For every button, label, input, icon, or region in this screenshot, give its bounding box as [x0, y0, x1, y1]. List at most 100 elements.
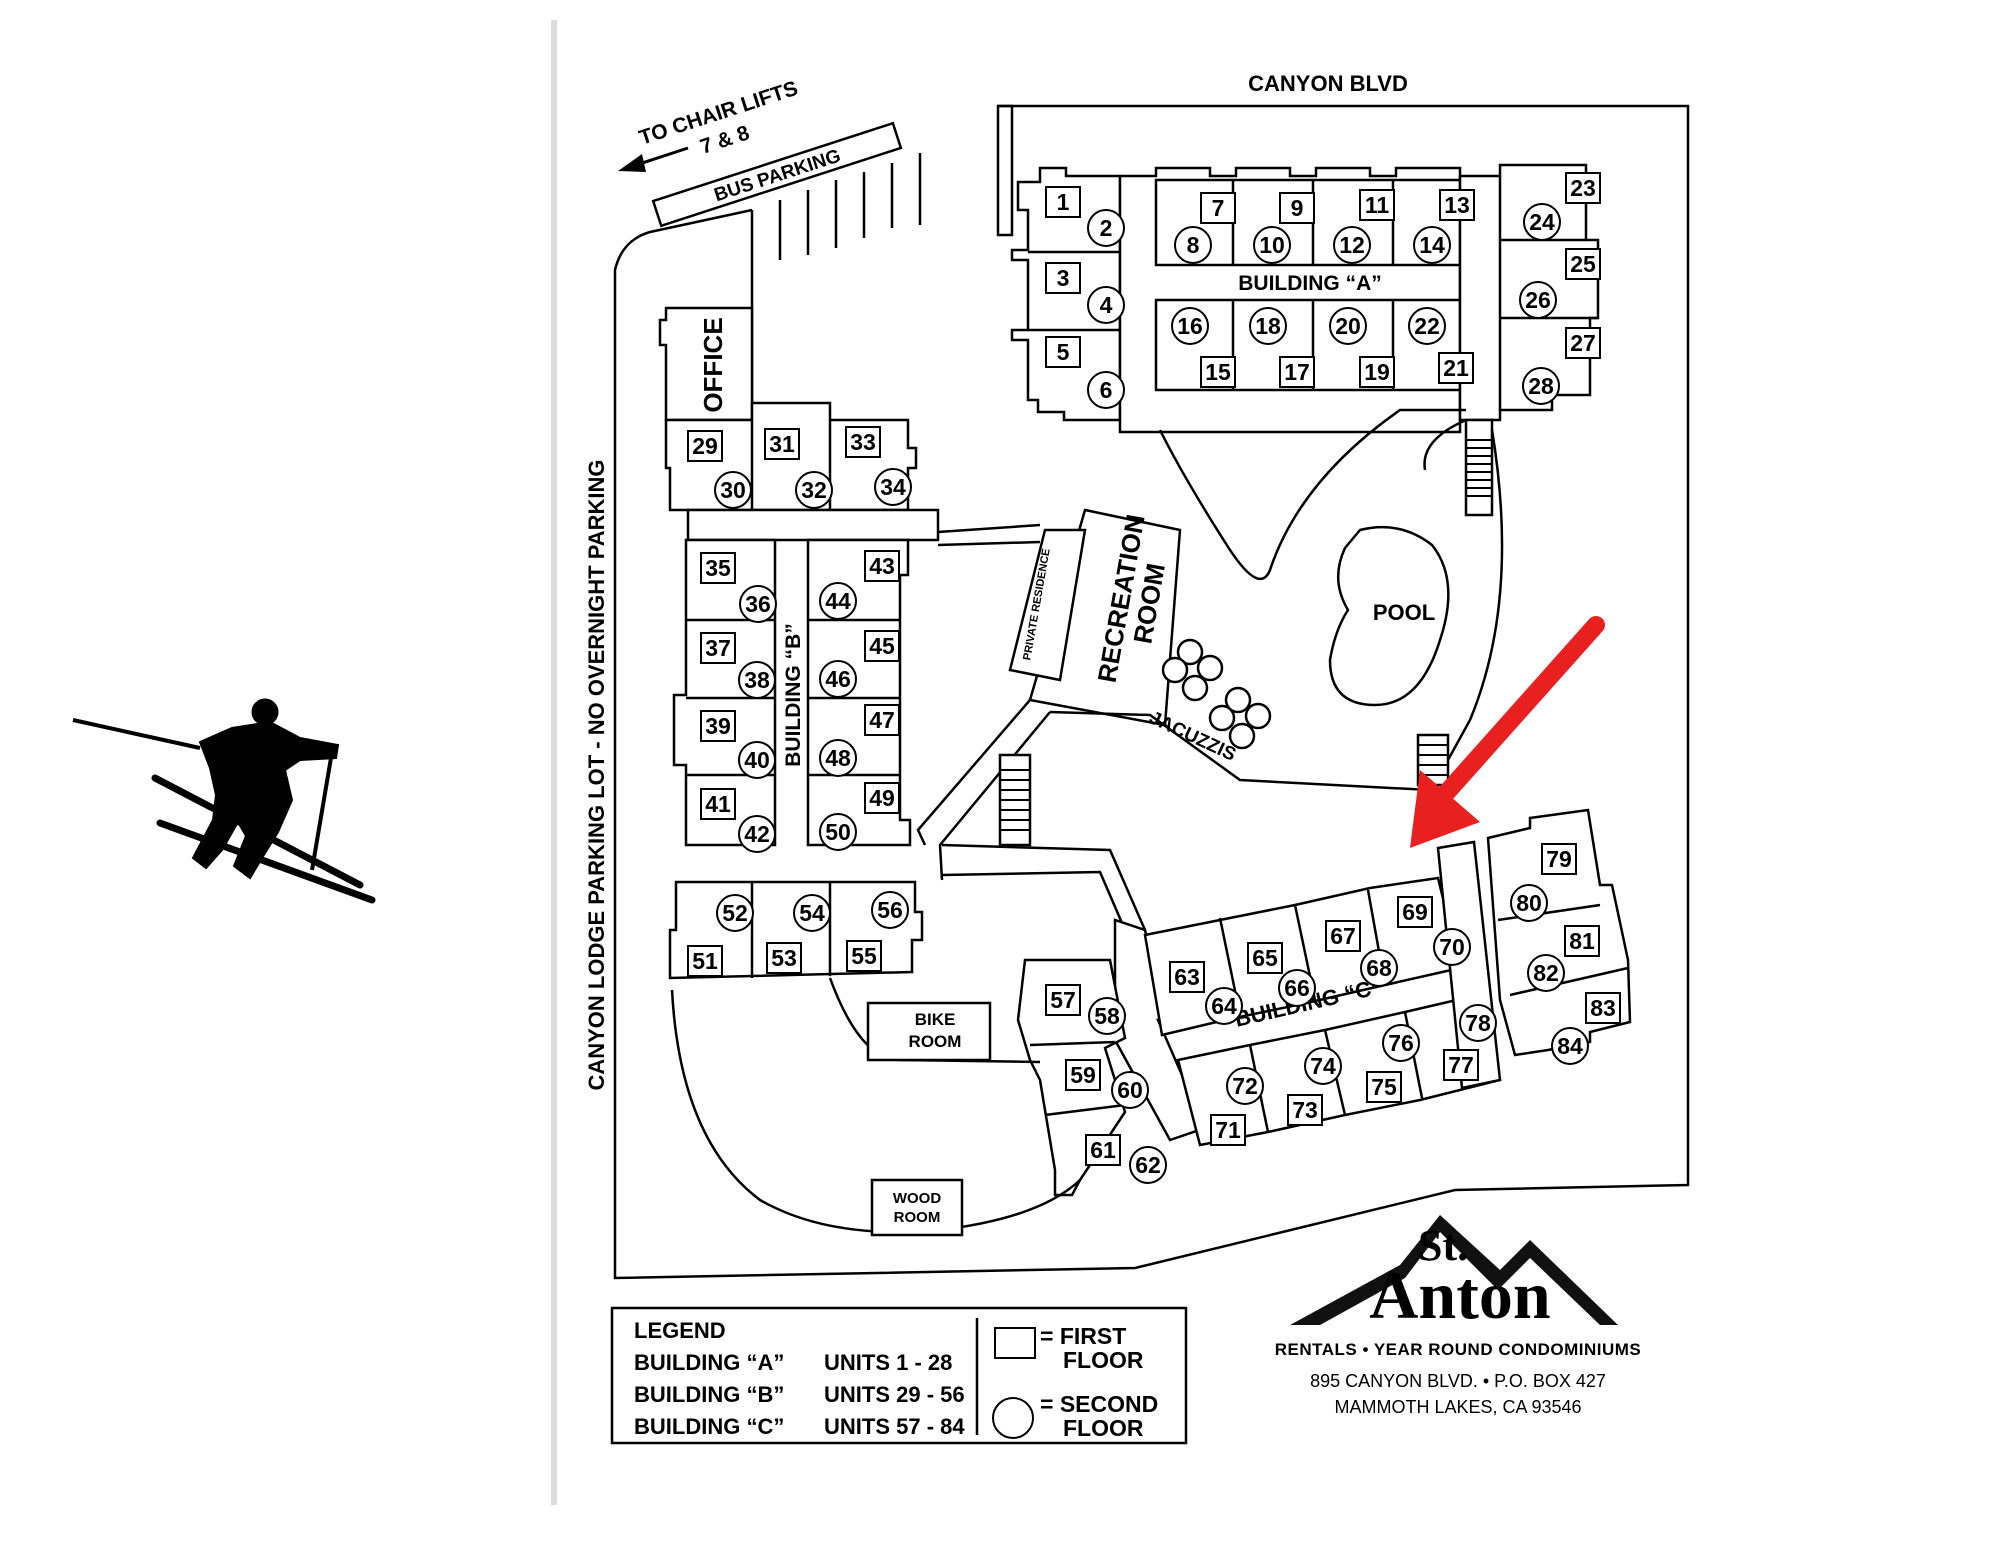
unit-39-first-floor: 39 [700, 710, 736, 742]
unit-number: 50 [825, 819, 851, 845]
unit-marker-shape [1088, 997, 1126, 1035]
unit-48-second-floor: 48 [819, 739, 857, 777]
unit-number: 68 [1366, 955, 1392, 981]
unit-number: 46 [825, 666, 851, 692]
unit-number: 25 [1570, 251, 1596, 277]
unit-number: 47 [869, 707, 895, 733]
unit-marker-shape [1045, 262, 1081, 294]
unit-marker-shape [1210, 1114, 1246, 1146]
wood-room [870, 1178, 964, 1237]
unit-25-first-floor: 25 [1565, 248, 1601, 280]
legend-second-floor-circle [992, 1397, 1034, 1439]
bus-parking-area [651, 121, 903, 228]
unit-marker-shape [766, 942, 802, 974]
unit-number: 11 [1365, 192, 1390, 218]
unit-number: 33 [850, 429, 876, 455]
unit-marker-shape [1523, 203, 1561, 241]
unit-number: 75 [1371, 1074, 1397, 1100]
legend-units-b: UNITS 29 - 56 [824, 1382, 965, 1407]
unit-67-first-floor: 67 [1325, 920, 1361, 952]
unit-number: 73 [1292, 1097, 1318, 1123]
unit-19-first-floor: 19 [1359, 356, 1395, 388]
bike-room-label: BIKE [915, 1010, 956, 1029]
property-boundary [996, 104, 1014, 237]
unit-number: 80 [1516, 890, 1542, 916]
unit-51-first-floor: 51 [687, 945, 723, 977]
unit-number: 6 [1100, 377, 1113, 403]
unit-number: 66 [1284, 975, 1310, 1001]
unit-number: 34 [880, 474, 906, 500]
unit-16-second-floor: 16 [1171, 307, 1209, 345]
unit-42-second-floor: 42 [738, 815, 776, 853]
unit-number: 38 [744, 667, 770, 693]
logo-name: Anton [1369, 1257, 1550, 1333]
unit-number: 22 [1414, 313, 1440, 339]
unit-number: 20 [1335, 313, 1361, 339]
unit-35-first-floor: 35 [700, 552, 736, 584]
recreation-room: PRIVATE RESIDENCE RECREATION ROOM [1008, 508, 1182, 727]
unit-marker-shape [845, 426, 881, 458]
unit-marker-shape [738, 741, 776, 779]
unit-marker-shape [1397, 896, 1433, 928]
unit-number: 63 [1174, 964, 1200, 990]
unit-21-first-floor: 21 [1438, 352, 1474, 384]
unit-marker-shape [1585, 992, 1621, 1024]
unit-52-second-floor: 52 [716, 894, 754, 932]
unit-71-first-floor: 71 [1210, 1114, 1246, 1146]
unit-80-second-floor: 80 [1510, 884, 1548, 922]
unit-number: 83 [1590, 995, 1616, 1021]
unit-marker-shape [714, 471, 752, 509]
unit-53-first-floor: 53 [766, 942, 802, 974]
unit-44-second-floor: 44 [819, 582, 857, 620]
unit-marker-shape [1174, 226, 1212, 264]
unit-number: 49 [869, 785, 895, 811]
unit-marker-shape [1565, 327, 1601, 359]
unit-marker-shape [1279, 356, 1315, 388]
address-line-1: 895 CANYON BLVD. • P.O. BOX 427 [1310, 1371, 1606, 1391]
unit-number: 30 [720, 477, 746, 503]
unit-marker-shape [1564, 925, 1600, 957]
unit-40-second-floor: 40 [738, 741, 776, 779]
building-b-label: BUILDING “B” [782, 623, 805, 767]
unit-66-second-floor: 66 [1278, 969, 1316, 1007]
unit-marker-shape [1541, 843, 1577, 875]
unit-marker-shape [795, 471, 833, 509]
unit-marker-shape [1065, 1059, 1101, 1091]
parking-lot-label: CANYON LODGE PARKING LOT - NO OVERNIGHT … [584, 459, 609, 1090]
unit-marker-shape [1226, 1067, 1264, 1105]
unit-number: 4 [1100, 292, 1113, 318]
parking-stalls [750, 153, 922, 425]
unit-1-first-floor: 1 [1045, 186, 1081, 218]
unit-marker-shape [1045, 336, 1081, 368]
unit-marker-shape [793, 894, 831, 932]
unit-30-second-floor: 30 [714, 471, 752, 509]
jacuzzis [1161, 638, 1272, 750]
unit-12-second-floor: 12 [1333, 226, 1371, 264]
building-a-label: BUILDING “A” [1238, 272, 1382, 295]
unit-22-second-floor: 22 [1408, 307, 1446, 345]
legend-building-c: BUILDING “C” [634, 1414, 784, 1439]
unit-number: 10 [1259, 232, 1285, 258]
unit-marker-shape [1527, 954, 1565, 992]
unit-marker-shape [846, 940, 882, 972]
unit-marker-shape [819, 813, 857, 851]
unit-number: 28 [1528, 373, 1554, 399]
legend-first-floor-label-2: FLOOR [1063, 1347, 1144, 1373]
legend-second-floor-label-2: FLOOR [1063, 1415, 1144, 1441]
unit-33-first-floor: 33 [845, 426, 881, 458]
unit-marker-shape [864, 630, 900, 662]
unit-marker-shape [1087, 371, 1125, 409]
unit-number: 7 [1212, 195, 1225, 221]
unit-31-first-floor: 31 [764, 428, 800, 460]
unit-number: 56 [877, 897, 903, 923]
mountain-logo-icon [1290, 1215, 1618, 1325]
unit-number: 54 [799, 900, 825, 926]
unit-marker-shape [819, 582, 857, 620]
unit-36-second-floor: 36 [739, 585, 777, 623]
unit-72-second-floor: 72 [1226, 1067, 1264, 1105]
unit-number: 69 [1402, 899, 1428, 925]
unit-number: 60 [1117, 1077, 1143, 1103]
walkways [916, 408, 1467, 931]
unit-marker-shape [1565, 248, 1601, 280]
